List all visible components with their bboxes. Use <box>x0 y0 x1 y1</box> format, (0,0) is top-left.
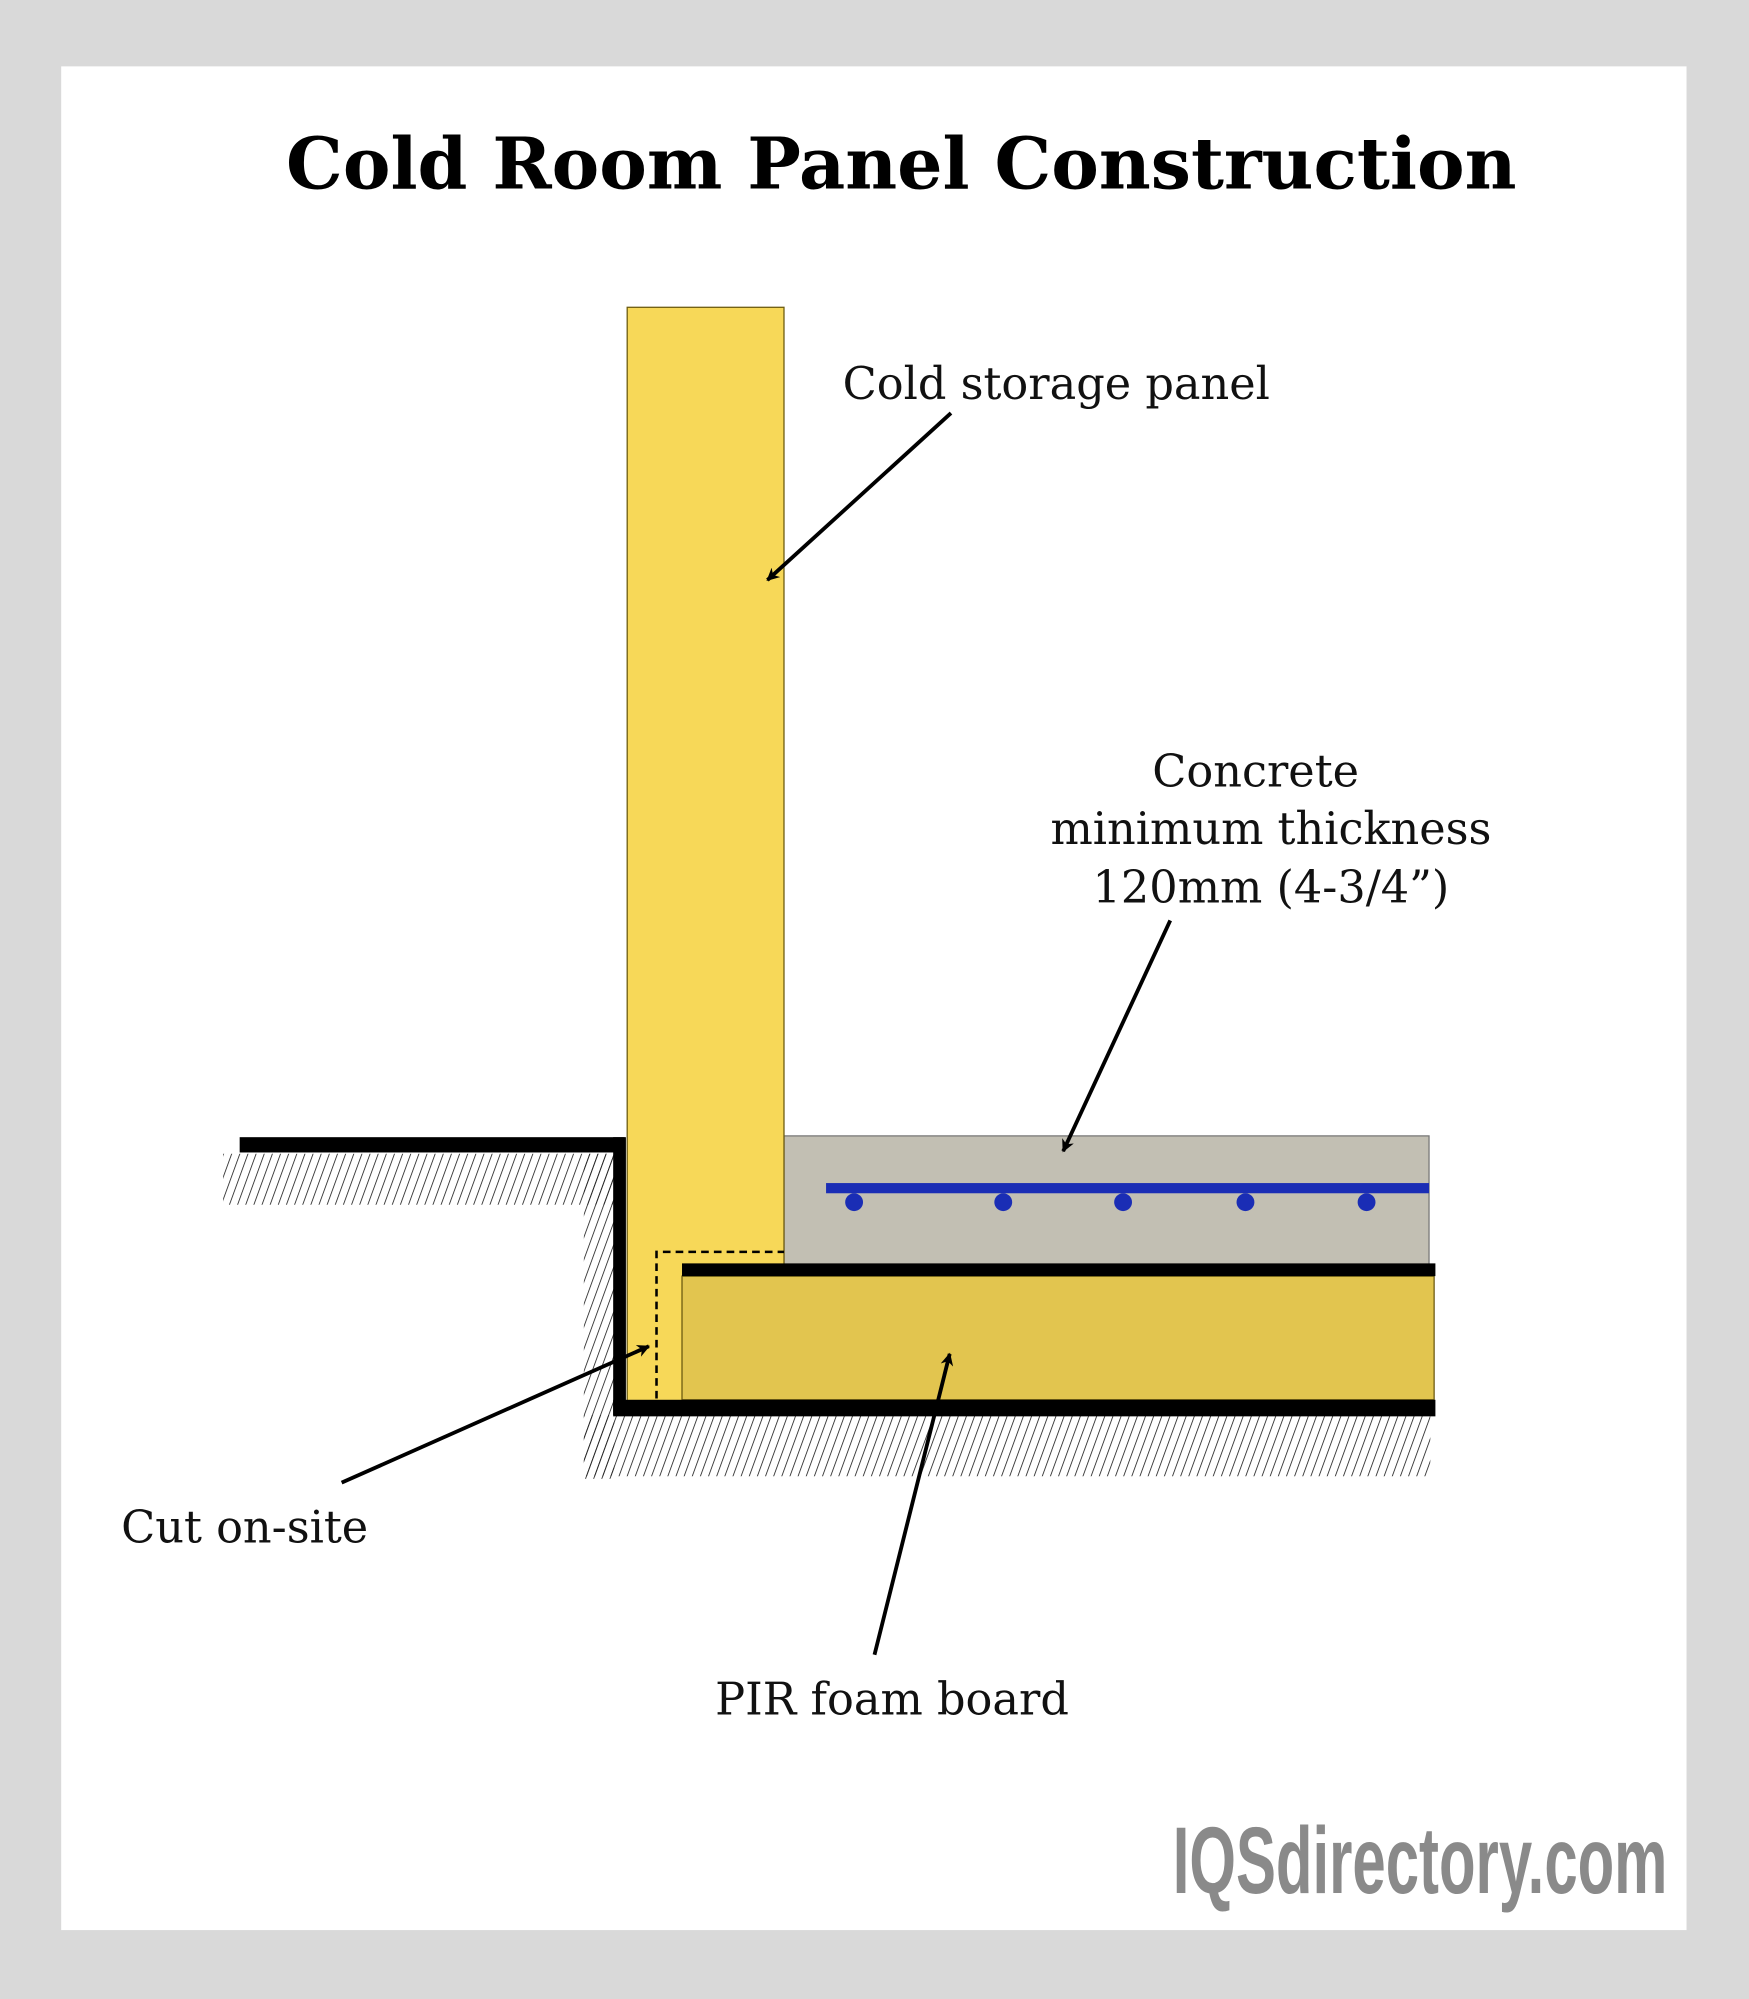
cold-storage-panel <box>626 306 785 1405</box>
label-cut-on-site: Cut on-site <box>121 1502 368 1554</box>
soil-hatching <box>223 1153 1431 1479</box>
label-concrete-1: Concrete <box>1152 746 1359 798</box>
callout-arrows <box>340 411 1172 1656</box>
label-pir-foam-board: PIR foam board <box>715 1674 1069 1726</box>
rebar-dot <box>845 1193 864 1212</box>
arrow-concrete <box>1061 919 1172 1153</box>
arrow-cold-storage-panel <box>766 411 953 582</box>
label-concrete-3: 120mm (4-3/4”) <box>1093 862 1450 914</box>
arrow-cut-on-site <box>340 1344 651 1485</box>
rebar-dot <box>1114 1193 1133 1212</box>
rebar-dots <box>845 1193 1376 1212</box>
label-concrete-2: minimum thickness <box>1050 803 1491 855</box>
rebar <box>826 1183 1430 1194</box>
label-cold-storage-panel: Cold storage panel <box>843 358 1270 410</box>
pir-foam-board <box>681 1275 1435 1401</box>
arrow-pir-foam <box>872 1352 954 1656</box>
diagram-title: Cold Room Panel Construction <box>286 122 1516 206</box>
rebar-dot <box>1236 1193 1255 1212</box>
rebar-dot <box>994 1193 1013 1212</box>
page-canvas <box>61 66 1687 1931</box>
cut-line <box>655 1250 784 1399</box>
rebar-dot <box>1357 1193 1376 1212</box>
concrete-slab <box>783 1135 1430 1266</box>
logo: IQSdirectory.com <box>1173 1808 1668 1913</box>
membrane-lines <box>239 1137 1436 1417</box>
